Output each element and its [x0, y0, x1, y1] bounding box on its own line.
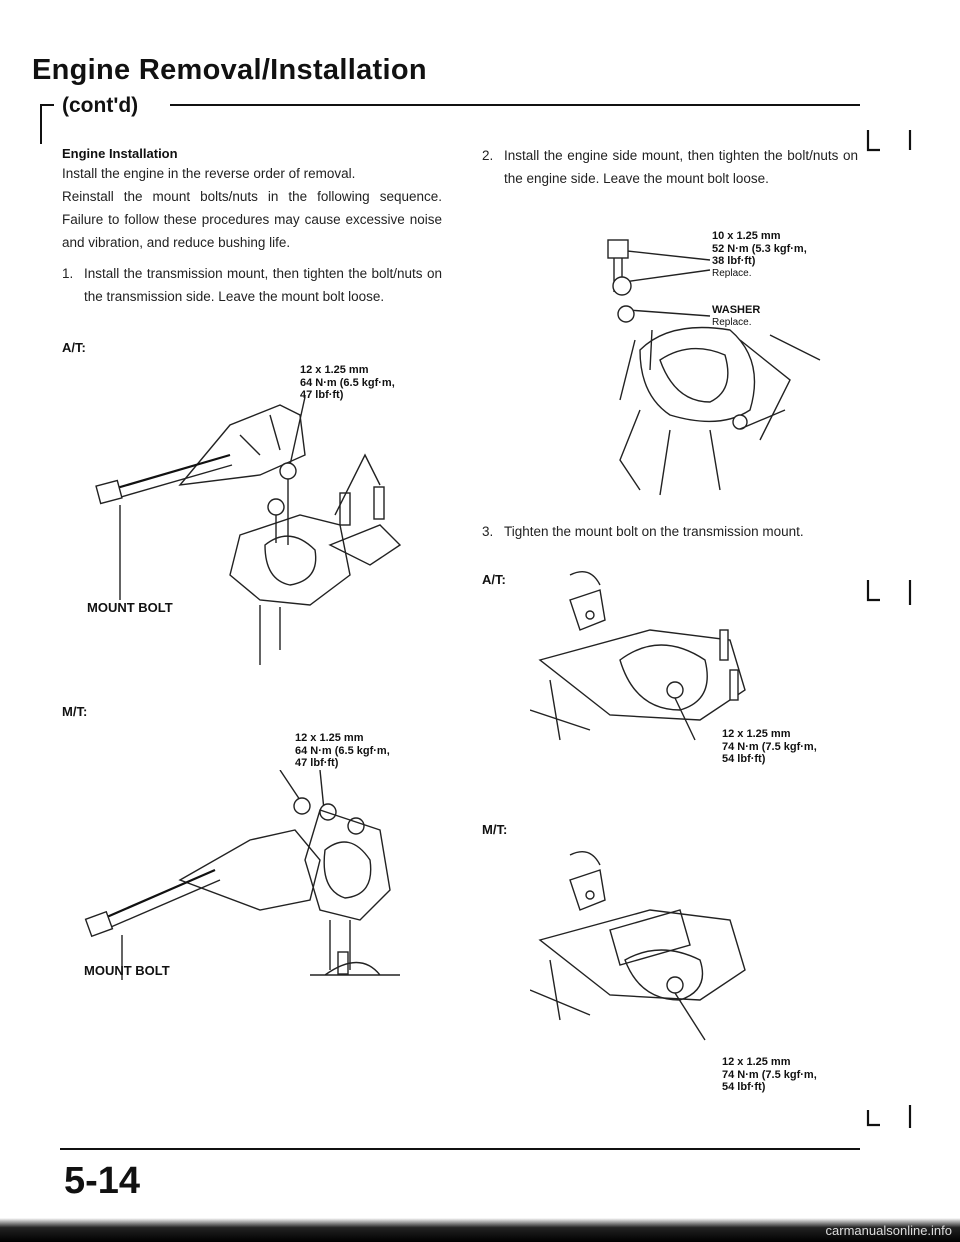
header-rule — [170, 104, 860, 106]
side-torque-line-3: 38 lbf·ft) — [712, 255, 756, 267]
page-title: Engine Removal/Installation — [32, 54, 427, 86]
footer-rule — [60, 1148, 860, 1150]
mt-torque-callout-left: 12 x 1.25 mm 64 N·m (6.5 kgf·m, 47 lbf·f… — [295, 732, 390, 770]
mt-torque-line-3: 47 lbf·ft) — [295, 757, 339, 769]
mt-label-left: M/T: — [62, 704, 88, 719]
step-3-text: Tighten the mount bolt on the transmissi… — [504, 524, 804, 539]
mt-transmission-mount-illustration — [84, 770, 400, 980]
at-mount-bolt-label-left: MOUNT BOLT — [87, 600, 173, 615]
washer-replace-note: Replace. — [712, 316, 752, 328]
step-1: 1. Install the transmission mount, then … — [62, 262, 442, 308]
at-torque-line-3: 47 lbf·ft) — [300, 389, 344, 401]
step-3-number: 3. — [482, 524, 494, 539]
page-bottom-edge — [0, 1218, 960, 1242]
mt-torque-callout-right: 12 x 1.25 mm 74 N·m (7.5 kgf·m, 54 lbf·f… — [722, 1056, 817, 1094]
watermark-text: carmanualsonline.info — [825, 1223, 952, 1238]
header-tick — [40, 104, 54, 106]
at-right-torque-line-3: 54 lbf·ft) — [722, 753, 766, 765]
section-heading: Engine Installation — [62, 146, 178, 161]
washer-callout: WASHER Replace. — [712, 304, 760, 329]
intro-text: Install the engine in the reverse order … — [62, 162, 442, 254]
mt-mount-bolt-label-left: MOUNT BOLT — [84, 963, 170, 978]
at-right-torque-line-2: 74 N·m (7.5 kgf·m, — [722, 740, 817, 753]
mt-mount-bolt-illustration — [530, 851, 746, 1041]
intro-line-1: Install the engine in the reverse order … — [62, 166, 356, 181]
header-bracket-line — [40, 104, 42, 144]
engine-side-mount-illustration — [607, 239, 821, 496]
mt-right-torque-line-2: 74 N·m (7.5 kgf·m, — [722, 1068, 817, 1081]
side-torque-line-1: 10 x 1.25 mm — [712, 230, 781, 242]
at-label-left: A/T: — [62, 340, 86, 355]
at-mount-bolt-illustration — [530, 571, 746, 741]
side-mount-torque-callout: 10 x 1.25 mm 52 N·m (5.3 kgf·m, 38 lbf·f… — [712, 230, 807, 280]
mt-right-torque-line-3: 54 lbf·ft) — [722, 1081, 766, 1093]
step-2-number: 2. — [482, 148, 494, 163]
washer-label: WASHER — [712, 304, 761, 316]
side-torque-line-2: 52 N·m (5.3 kgf·m, — [712, 242, 807, 255]
mt-torque-line-2: 64 N·m (6.5 kgf·m, — [295, 744, 390, 757]
step-3: 3. Tighten the mount bolt on the transmi… — [482, 520, 858, 543]
mt-label-right: M/T: — [482, 822, 508, 837]
at-torque-line-2: 64 N·m (6.5 kgf·m, — [300, 376, 395, 389]
at-transmission-mount-illustration — [95, 396, 402, 665]
page-number: 5-14 — [64, 1160, 141, 1202]
step-1-number: 1. — [62, 266, 74, 281]
at-label-right: A/T: — [482, 572, 506, 587]
step-2-text: Install the engine side mount, then tigh… — [504, 148, 858, 186]
page-subtitle: (cont'd) — [62, 94, 139, 117]
intro-line-2: Reinstall the mount bolts/nuts in the fo… — [62, 189, 442, 250]
at-right-torque-line-1: 12 x 1.25 mm — [722, 728, 791, 740]
step-2: 2. Install the engine side mount, then t… — [482, 144, 858, 190]
at-torque-callout-left: 12 x 1.25 mm 64 N·m (6.5 kgf·m, 47 lbf·f… — [300, 364, 395, 402]
mt-right-torque-line-1: 12 x 1.25 mm — [722, 1056, 791, 1068]
binding-margin-marks — [866, 130, 912, 1128]
side-replace-note: Replace. — [712, 267, 752, 279]
at-torque-callout-right: 12 x 1.25 mm 74 N·m (7.5 kgf·m, 54 lbf·f… — [722, 728, 817, 766]
step-1-text: Install the transmission mount, then tig… — [84, 266, 442, 304]
at-torque-line-1: 12 x 1.25 mm — [300, 364, 369, 376]
mt-torque-line-1: 12 x 1.25 mm — [295, 732, 364, 744]
